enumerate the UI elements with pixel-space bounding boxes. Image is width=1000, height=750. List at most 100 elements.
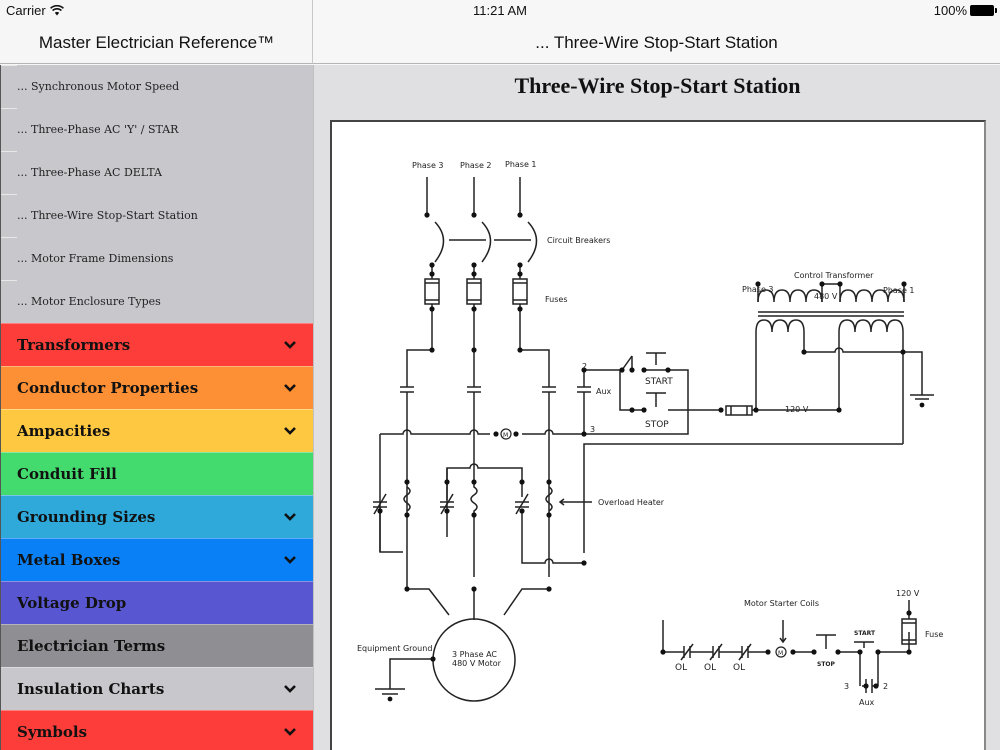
sidebar-sub-item[interactable]: ... Three-Wire Stop-Start Station bbox=[1, 194, 313, 237]
junction-dot bbox=[811, 649, 817, 655]
junction-dot bbox=[901, 281, 907, 287]
label-stop: STOP bbox=[645, 420, 669, 430]
label-overload-heater: Overload Heater bbox=[598, 498, 665, 507]
sidebar-category-label: Transformers bbox=[17, 336, 131, 354]
sidebar-sub-item[interactable]: ... Motor Frame Dimensions bbox=[1, 237, 313, 280]
sidebar-sub-item[interactable]: ... Three-Phase AC 'Y' / STAR bbox=[1, 108, 313, 151]
sidebar-category-label: Metal Boxes bbox=[17, 551, 121, 569]
sidebar-category-grounding-sizes[interactable]: Grounding Sizes bbox=[1, 495, 313, 538]
junction-dot bbox=[765, 649, 771, 655]
chevron-down-icon[interactable] bbox=[283, 424, 297, 438]
chevron-down-icon[interactable] bbox=[283, 553, 297, 567]
junction-dot bbox=[629, 367, 635, 373]
battery-percent: 100% bbox=[933, 3, 967, 18]
sidebar-sub-item-label: ... Three-Phase AC 'Y' / STAR bbox=[17, 123, 179, 136]
motor-coil-m: M bbox=[503, 432, 508, 439]
battery-icon bbox=[970, 5, 997, 16]
sidebar-category-symbols[interactable]: Symbols bbox=[1, 710, 313, 750]
sidebar-category-label: Ampacities bbox=[17, 422, 111, 440]
label-ct-480v: 480 V bbox=[814, 292, 838, 301]
junction-dot bbox=[493, 431, 499, 437]
junction-dot bbox=[429, 271, 435, 277]
junction-dot bbox=[471, 479, 477, 485]
junction-dot bbox=[546, 479, 552, 485]
label-phase2: Phase 2 bbox=[460, 161, 492, 170]
sidebar[interactable]: ... Synchronous Motor Speed ... Three-Pha… bbox=[0, 65, 313, 750]
label-equipment-ground: Equipment Ground bbox=[357, 644, 432, 653]
junction-dot bbox=[513, 431, 519, 437]
ladder-coil-icon bbox=[775, 646, 787, 658]
junction-dot bbox=[629, 407, 635, 413]
junction-dot bbox=[863, 683, 869, 689]
junction-dot bbox=[906, 610, 912, 616]
label-motor-line1: 3 Phase AC bbox=[452, 650, 497, 659]
ground-icon bbox=[919, 402, 925, 408]
chevron-down-icon[interactable] bbox=[283, 338, 297, 352]
junction-dot bbox=[471, 347, 477, 353]
carrier-label: Carrier bbox=[6, 3, 46, 18]
label-ol-1: OL bbox=[675, 663, 687, 673]
sidebar-sub-item-label: ... Motor Frame Dimensions bbox=[17, 252, 174, 265]
junction-dot bbox=[790, 649, 796, 655]
junction-dot bbox=[819, 281, 825, 287]
junction-dot bbox=[404, 479, 410, 485]
label-ct-phase1: Phase 1 bbox=[883, 286, 915, 295]
sidebar-sub-item-label: ... Three-Wire Stop-Start Station bbox=[17, 209, 198, 222]
chevron-down-icon[interactable] bbox=[283, 682, 297, 696]
junction-dot bbox=[801, 349, 807, 355]
junction-dot bbox=[471, 512, 477, 518]
sidebar-category-electrician-terms[interactable]: Electrician Terms bbox=[1, 624, 313, 667]
sidebar-sub-item-label: ... Motor Enclosure Types bbox=[17, 295, 161, 308]
junction-dot bbox=[581, 431, 587, 437]
sidebar-category-metal-boxes[interactable]: Metal Boxes bbox=[1, 538, 313, 581]
sidebar-category-label: Voltage Drop bbox=[17, 594, 127, 612]
junction-dot bbox=[404, 512, 410, 518]
sidebar-category-transformers[interactable]: Transformers bbox=[1, 323, 313, 366]
wiring-diagram-svg: M M Phase 3 Phase 2 Phase 1 Circuit Brea… bbox=[357, 160, 943, 707]
sidebar-category-insulation-charts[interactable]: Insulation Charts bbox=[1, 667, 313, 710]
wifi-icon bbox=[49, 5, 64, 16]
label-ct-phase3: Phase 3 bbox=[742, 285, 774, 294]
chevron-down-icon[interactable] bbox=[283, 725, 297, 739]
label-start: START bbox=[645, 377, 673, 387]
sidebar-sub-item[interactable]: ... Three-Phase AC DELTA bbox=[1, 151, 313, 194]
sub-item-list: ... Synchronous Motor Speed ... Three-Pha… bbox=[1, 65, 313, 323]
chevron-down-icon[interactable] bbox=[283, 381, 297, 395]
junction-dot bbox=[873, 683, 879, 689]
detail-pane: Three-Wire Stop-Start Station bbox=[313, 65, 1000, 750]
detail-nav-title: ... Three-Wire Stop-Start Station bbox=[535, 33, 778, 52]
junction-dot bbox=[906, 649, 912, 655]
label-ladder-120v: 120 V bbox=[896, 589, 920, 598]
sidebar-category-ampacities[interactable]: Ampacities bbox=[1, 409, 313, 452]
junction-dot bbox=[471, 271, 477, 277]
label-fuses: Fuses bbox=[545, 295, 568, 304]
chevron-down-icon[interactable] bbox=[283, 510, 297, 524]
junction-dot bbox=[404, 586, 410, 592]
label-ol-2: OL bbox=[704, 663, 716, 673]
junction-dot bbox=[660, 649, 666, 655]
sidebar-category-label: Electrician Terms bbox=[17, 637, 166, 655]
sidebar-category-label: Symbols bbox=[17, 723, 88, 741]
junction-dot bbox=[755, 281, 761, 287]
detail-nav-bar: ... Three-Wire Stop-Start Station bbox=[313, 0, 1000, 64]
page-heading: Three-Wire Stop-Start Station bbox=[514, 73, 801, 98]
junction-dot bbox=[753, 407, 759, 413]
label-circuit-breakers: Circuit Breakers bbox=[547, 236, 610, 245]
junction-dot bbox=[429, 262, 435, 268]
sidebar-sub-item[interactable]: ... Synchronous Motor Speed bbox=[1, 65, 313, 108]
junction-dot bbox=[718, 407, 724, 413]
junction-dot bbox=[519, 479, 525, 485]
label-ladder-fuse: Fuse bbox=[925, 630, 943, 639]
sidebar-sub-item[interactable]: ... Motor Enclosure Types bbox=[1, 280, 313, 323]
sidebar-category-conduit-fill[interactable]: Conduit Fill bbox=[1, 452, 313, 495]
sidebar-category-voltage-drop[interactable]: Voltage Drop bbox=[1, 581, 313, 624]
sidebar-category-conductor-properties[interactable]: Conductor Properties bbox=[1, 366, 313, 409]
label-ladder-stop: STOP bbox=[817, 661, 836, 668]
label-phase1: Phase 1 bbox=[505, 160, 537, 169]
label-node-3: 3 bbox=[590, 425, 595, 434]
sidebar-category-label: Grounding Sizes bbox=[17, 508, 156, 526]
junction-dot bbox=[641, 407, 647, 413]
junction-dot bbox=[665, 367, 671, 373]
master-nav-bar: Master Electrician Reference™ bbox=[0, 0, 313, 64]
